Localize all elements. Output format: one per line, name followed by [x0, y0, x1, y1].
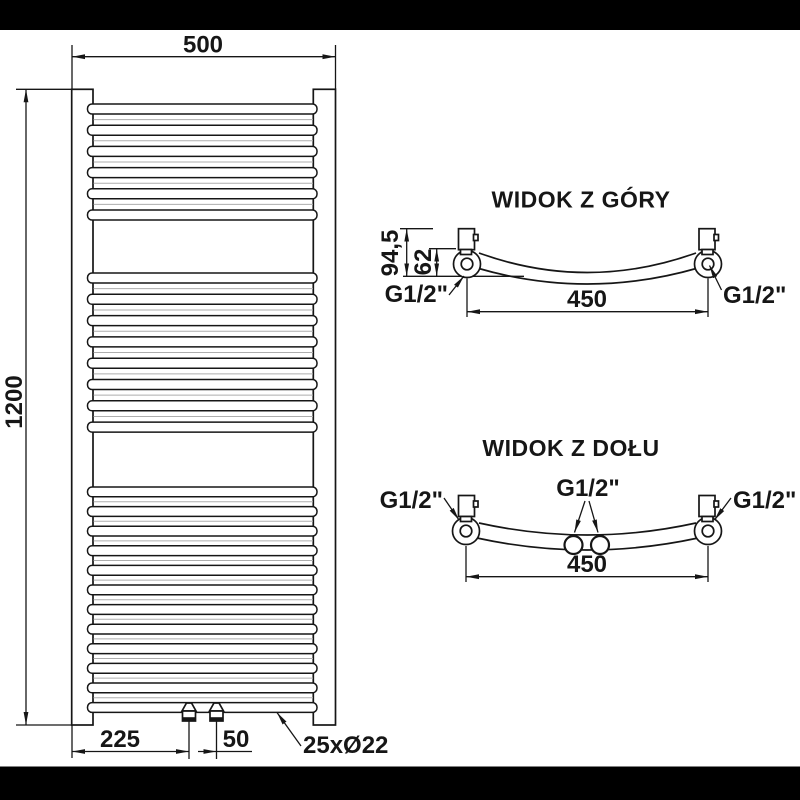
- top-view-conn-right: G1/2": [708, 265, 786, 309]
- radiator-rung: [86, 486, 318, 498]
- radiator-rungs: [86, 103, 318, 714]
- radiator-rung: [86, 357, 318, 369]
- dim-offset-label: 225: [100, 726, 140, 753]
- radiator-rung: [86, 209, 318, 221]
- radiator-rung: [86, 103, 318, 115]
- radiator-rung: [86, 643, 318, 655]
- dim-width-500: 500: [71, 32, 337, 89]
- radiator-rung: [86, 293, 318, 306]
- conn-right-label: G1/2": [723, 282, 786, 309]
- valve-connection-left: [180, 702, 198, 722]
- radiator-rung: [86, 421, 318, 433]
- dim-width-label: 500: [183, 32, 223, 59]
- radiator-rung: [86, 682, 318, 694]
- radiator-rung: [86, 145, 318, 158]
- tube-curve-lower: [476, 537, 699, 551]
- radiator-rung: [86, 662, 318, 674]
- bottom-view-conn-left: G1/2": [380, 487, 460, 521]
- tube-curve-upper: [478, 522, 697, 536]
- dim-spacing-label: 50: [223, 726, 250, 753]
- radiator-rung: [86, 336, 318, 348]
- valve-connection-right: [208, 702, 225, 722]
- front-view: 500 1200 225 50 25xØ22: [1, 32, 388, 759]
- tube-count-callout: 25xØ22: [276, 712, 388, 759]
- dim-bottom-450-label: 450: [567, 551, 607, 578]
- bottom-view-conn-right: G1/2": [713, 487, 796, 521]
- tube-curve-lower: [476, 267, 699, 285]
- center-connections: [563, 534, 611, 556]
- dim-bottom-450: 450: [465, 546, 709, 582]
- radiator-rung: [86, 545, 318, 557]
- bottom-view-conn-center: G1/2": [556, 475, 620, 533]
- conn-left-label: G1/2": [385, 281, 448, 308]
- dim-top-450-label: 450: [567, 286, 607, 313]
- radiator-rung: [86, 188, 318, 200]
- conn-left-label: G1/2": [380, 487, 443, 514]
- radiator-rung: [86, 505, 318, 518]
- top-view-title: WIDOK Z GÓRY: [492, 186, 671, 213]
- bottom-view: WIDOK Z DOŁU G1/2": [380, 435, 796, 582]
- radiator-rung: [86, 603, 318, 616]
- dim-height-label: 1200: [1, 375, 28, 428]
- radiator-rung: [86, 525, 318, 537]
- top-view-conn-left: G1/2": [385, 275, 465, 308]
- tube-curve-upper: [478, 252, 697, 274]
- conn-center-label: G1/2": [556, 475, 619, 502]
- radiator-rung: [86, 272, 318, 284]
- radiator-rung: [86, 314, 318, 327]
- radiator-rung: [86, 400, 318, 412]
- dim-top-450: 450: [466, 278, 709, 317]
- radiator-rung: [86, 584, 318, 596]
- radiator-rung: [86, 564, 318, 576]
- bottom-view-left-collector: [451, 494, 481, 546]
- dim-depth-total-label: 94,5: [377, 230, 404, 277]
- letterbox-bottom: [0, 766, 800, 800]
- letterbox-top: [0, 0, 800, 30]
- top-view-right-collector: [693, 227, 723, 279]
- dim-depth-axis-label: 62: [410, 249, 437, 276]
- tube-count-label: 25xØ22: [303, 732, 388, 759]
- radiator-rung: [86, 623, 318, 635]
- radiator-rung: [86, 701, 318, 714]
- bottom-view-title: WIDOK Z DOŁU: [482, 435, 659, 461]
- bottom-view-right-collector: [693, 494, 723, 546]
- dim-bottom-connections: 225 50: [71, 721, 252, 759]
- radiator-rung: [86, 166, 318, 179]
- radiator-rung: [86, 378, 318, 391]
- top-view: WIDOK Z GÓRY 94,5: [377, 186, 786, 317]
- top-view-left-collector: [452, 227, 482, 279]
- dim-depth-62: 62: [410, 248, 456, 277]
- dim-height-1200: 1200: [1, 88, 72, 726]
- dim-depth-945: 94,5: [377, 228, 433, 277]
- radiator-rung: [86, 124, 318, 136]
- conn-right-label: G1/2": [733, 487, 796, 514]
